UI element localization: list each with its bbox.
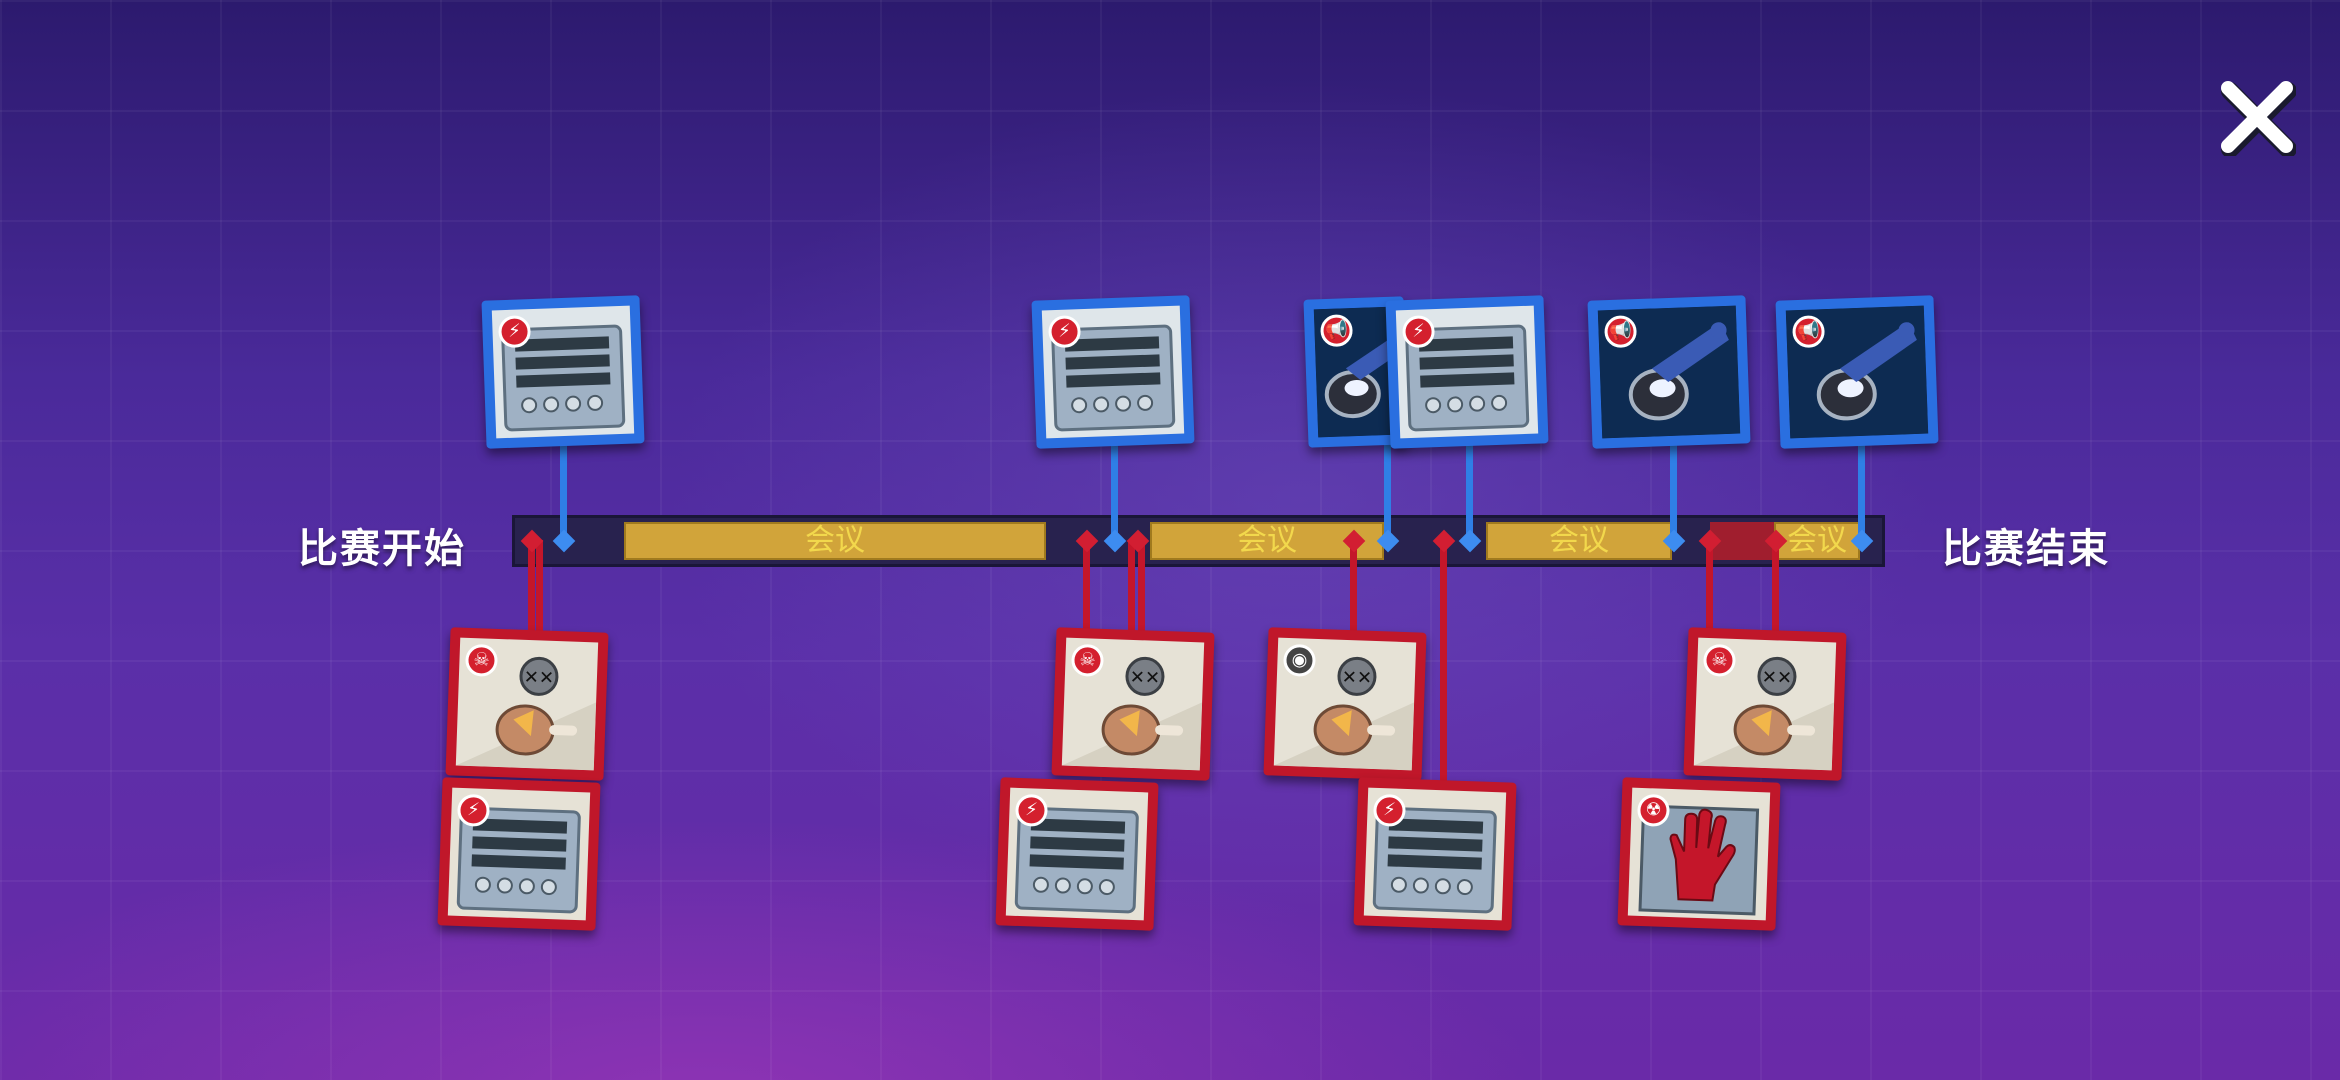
event-connector [1083, 540, 1090, 640]
event-connector [536, 540, 543, 640]
event-connector [1858, 440, 1865, 540]
event-connector [528, 540, 535, 640]
power-panel-icon [501, 324, 626, 432]
event-card-kill[interactable]: ✕✕ ☠ [445, 627, 609, 781]
event-card-kill[interactable]: ✕✕ ◉ [1263, 627, 1427, 781]
power-panel-icon [1405, 324, 1530, 432]
dead-crewmate-icon: ✕✕ [1061, 656, 1203, 771]
event-connector [1384, 440, 1391, 540]
dead-crewmate-icon: ✕✕ [1273, 656, 1415, 771]
event-card-kill[interactable]: ✕✕ ☠ [1051, 627, 1215, 781]
timeline-end-label: 比赛结束 [1942, 526, 2110, 572]
svg-text:✕✕: ✕✕ [1761, 667, 1792, 689]
event-card-report-body[interactable]: 📢 [1303, 296, 1409, 448]
meeting-segment: 会议 [1486, 522, 1672, 560]
event-card-sabotage-power[interactable]: ⚡ [481, 295, 645, 449]
close-icon [2221, 81, 2297, 158]
event-card-sabotage-power[interactable]: ⚡ [1031, 295, 1195, 449]
event-card-report-body[interactable]: 📢 [1775, 295, 1939, 449]
event-connector [1111, 440, 1118, 540]
svg-text:✕✕: ✕✕ [1341, 667, 1372, 689]
event-card-sabotage-reactor[interactable]: ☢ [1617, 777, 1781, 931]
power-panel-icon [1014, 806, 1139, 914]
meeting-segment: 会议 [624, 522, 1046, 560]
power-panel-icon [456, 806, 581, 914]
event-card-sabotage-power[interactable]: ⚡ [437, 777, 601, 931]
svg-text:✕✕: ✕✕ [1129, 667, 1160, 689]
event-card-sabotage-power[interactable]: ⚡ [995, 777, 1159, 931]
dead-crewmate-icon: ✕✕ [1693, 656, 1835, 771]
close-button[interactable] [2218, 78, 2297, 158]
power-panel-icon [1051, 324, 1176, 432]
event-card-sabotage-power[interactable]: ⚡ [1385, 295, 1549, 449]
timeline-start-label: 比赛开始 [298, 526, 466, 572]
svg-text:✕✕: ✕✕ [523, 667, 554, 689]
event-connector [1138, 540, 1145, 640]
floating-astronaut-icon [1785, 305, 1929, 439]
dead-crewmate-icon: ✕✕ [455, 656, 597, 771]
event-card-report-body[interactable]: 📢 [1587, 295, 1751, 449]
event-card-kill[interactable]: ✕✕ ☠ [1683, 627, 1847, 781]
event-connector [1350, 540, 1357, 640]
event-connector [1128, 540, 1135, 640]
event-connector [1706, 540, 1713, 640]
power-panel-icon [1372, 806, 1497, 914]
event-connector [1466, 440, 1473, 540]
event-connector [560, 440, 567, 540]
event-connector [1772, 540, 1779, 640]
event-card-sabotage-power[interactable]: ⚡ [1353, 777, 1517, 931]
event-connector [1670, 440, 1677, 540]
event-connector [1440, 540, 1447, 790]
reactor-hand-icon [1638, 804, 1760, 916]
